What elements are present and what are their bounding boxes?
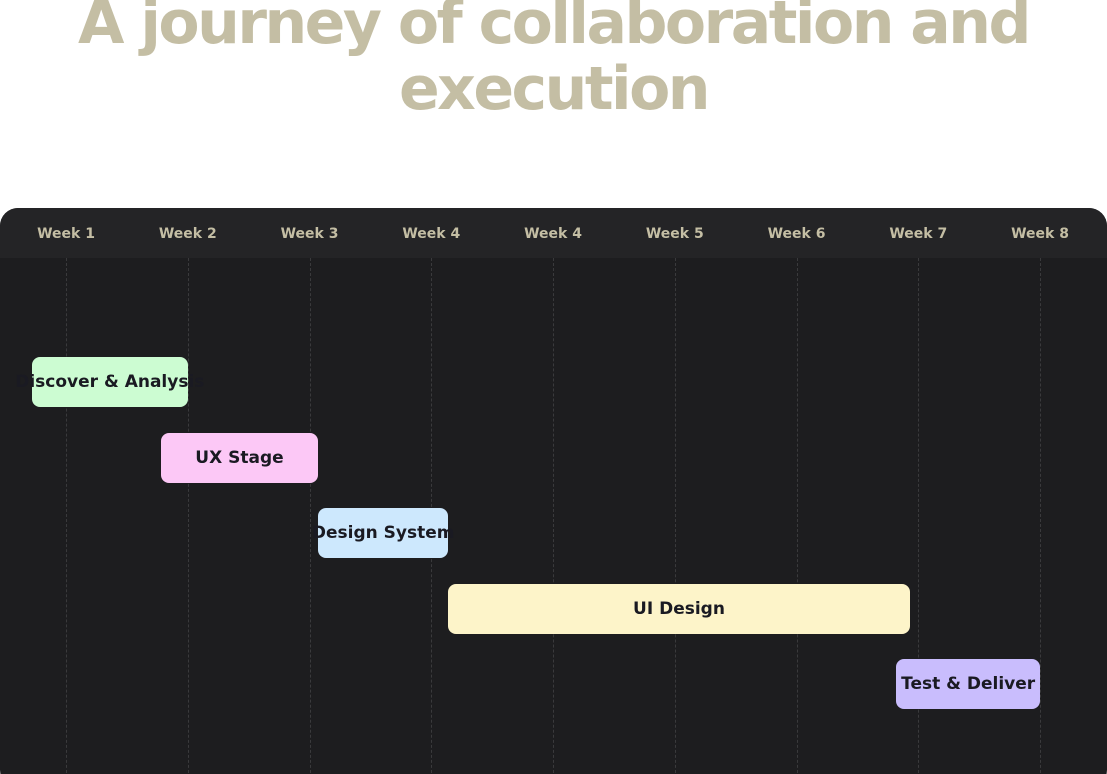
week-label: Week 6 — [767, 226, 826, 242]
task-bar[interactable]: UX Stage — [160, 432, 318, 483]
grid-line — [674, 258, 676, 774]
grid-line — [187, 258, 189, 774]
week-label: Week 7 — [889, 226, 948, 242]
task-bar[interactable]: Design System — [312, 508, 454, 558]
grid-line — [796, 258, 798, 774]
task-bar[interactable]: Discover & Analysis — [15, 357, 204, 407]
week-label: Week 2 — [158, 226, 217, 242]
page-title: A journey of collaboration and execution — [78, 0, 1031, 124]
week-label: Week 3 — [280, 226, 339, 242]
week-label: Week 5 — [645, 226, 704, 242]
grid-line — [1040, 258, 1041, 774]
grid-line — [66, 258, 67, 774]
week-header: Week 1 Week 2 Week 3 Week 4 Week 4 Week 5 Week… — [0, 208, 1107, 258]
gantt-chart: Week 1 Week 2 Week 3 Week 4 Week 4 Week 5 Week… — [0, 208, 1107, 774]
week-label: Week 1 — [37, 226, 95, 242]
task-bar[interactable]: Test & Deliver — [896, 659, 1040, 709]
grid-line — [553, 258, 554, 774]
week-label: Week 4 — [524, 226, 582, 242]
week-label: Week 4 — [402, 226, 461, 242]
grid-line — [309, 258, 311, 774]
grid-line — [918, 258, 920, 774]
task-bar[interactable]: UI Design — [448, 583, 910, 634]
week-label: Week 8 — [1011, 226, 1069, 242]
